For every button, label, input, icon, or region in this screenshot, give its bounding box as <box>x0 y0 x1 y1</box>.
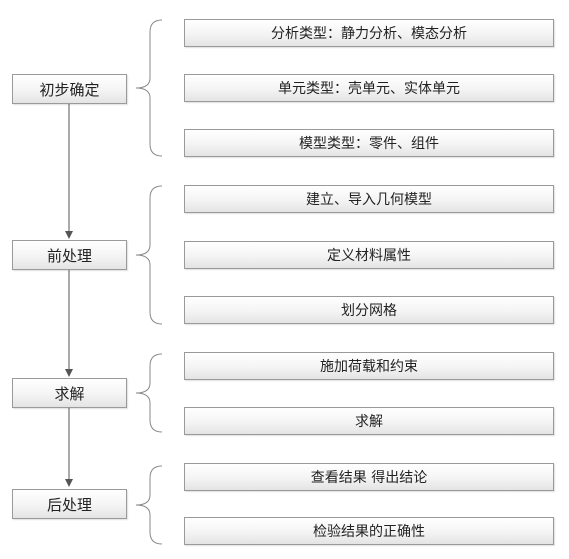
brace-stage4 <box>135 465 163 545</box>
task-box-element-type: 单元类型：壳单元、实体单元 <box>184 74 554 102</box>
task-box-geometry: 建立、导入几何模型 <box>184 185 554 213</box>
brace-stage3 <box>135 353 163 433</box>
stage-box-postprocessing: 后处理 <box>12 489 127 519</box>
brace-stage2 <box>135 185 163 325</box>
task-box-solve: 求解 <box>184 407 554 435</box>
task-box-loads: 施加荷载和约束 <box>184 352 554 380</box>
brace-stage1 <box>135 19 163 157</box>
task-box-material: 定义材料属性 <box>184 241 554 269</box>
task-box-verify: 检验结果的正确性 <box>184 517 554 545</box>
stage-box-initial: 初步确定 <box>12 74 127 104</box>
stage-box-solve: 求解 <box>12 378 127 408</box>
stage-box-preprocessing: 前处理 <box>12 240 127 270</box>
task-box-model-type: 模型类型：零件、组件 <box>184 129 554 157</box>
task-box-analysis-type: 分析类型：静力分析、模态分析 <box>184 19 554 47</box>
task-box-mesh: 划分网格 <box>184 296 554 324</box>
task-box-view-results: 查看结果 得出结论 <box>184 463 554 491</box>
